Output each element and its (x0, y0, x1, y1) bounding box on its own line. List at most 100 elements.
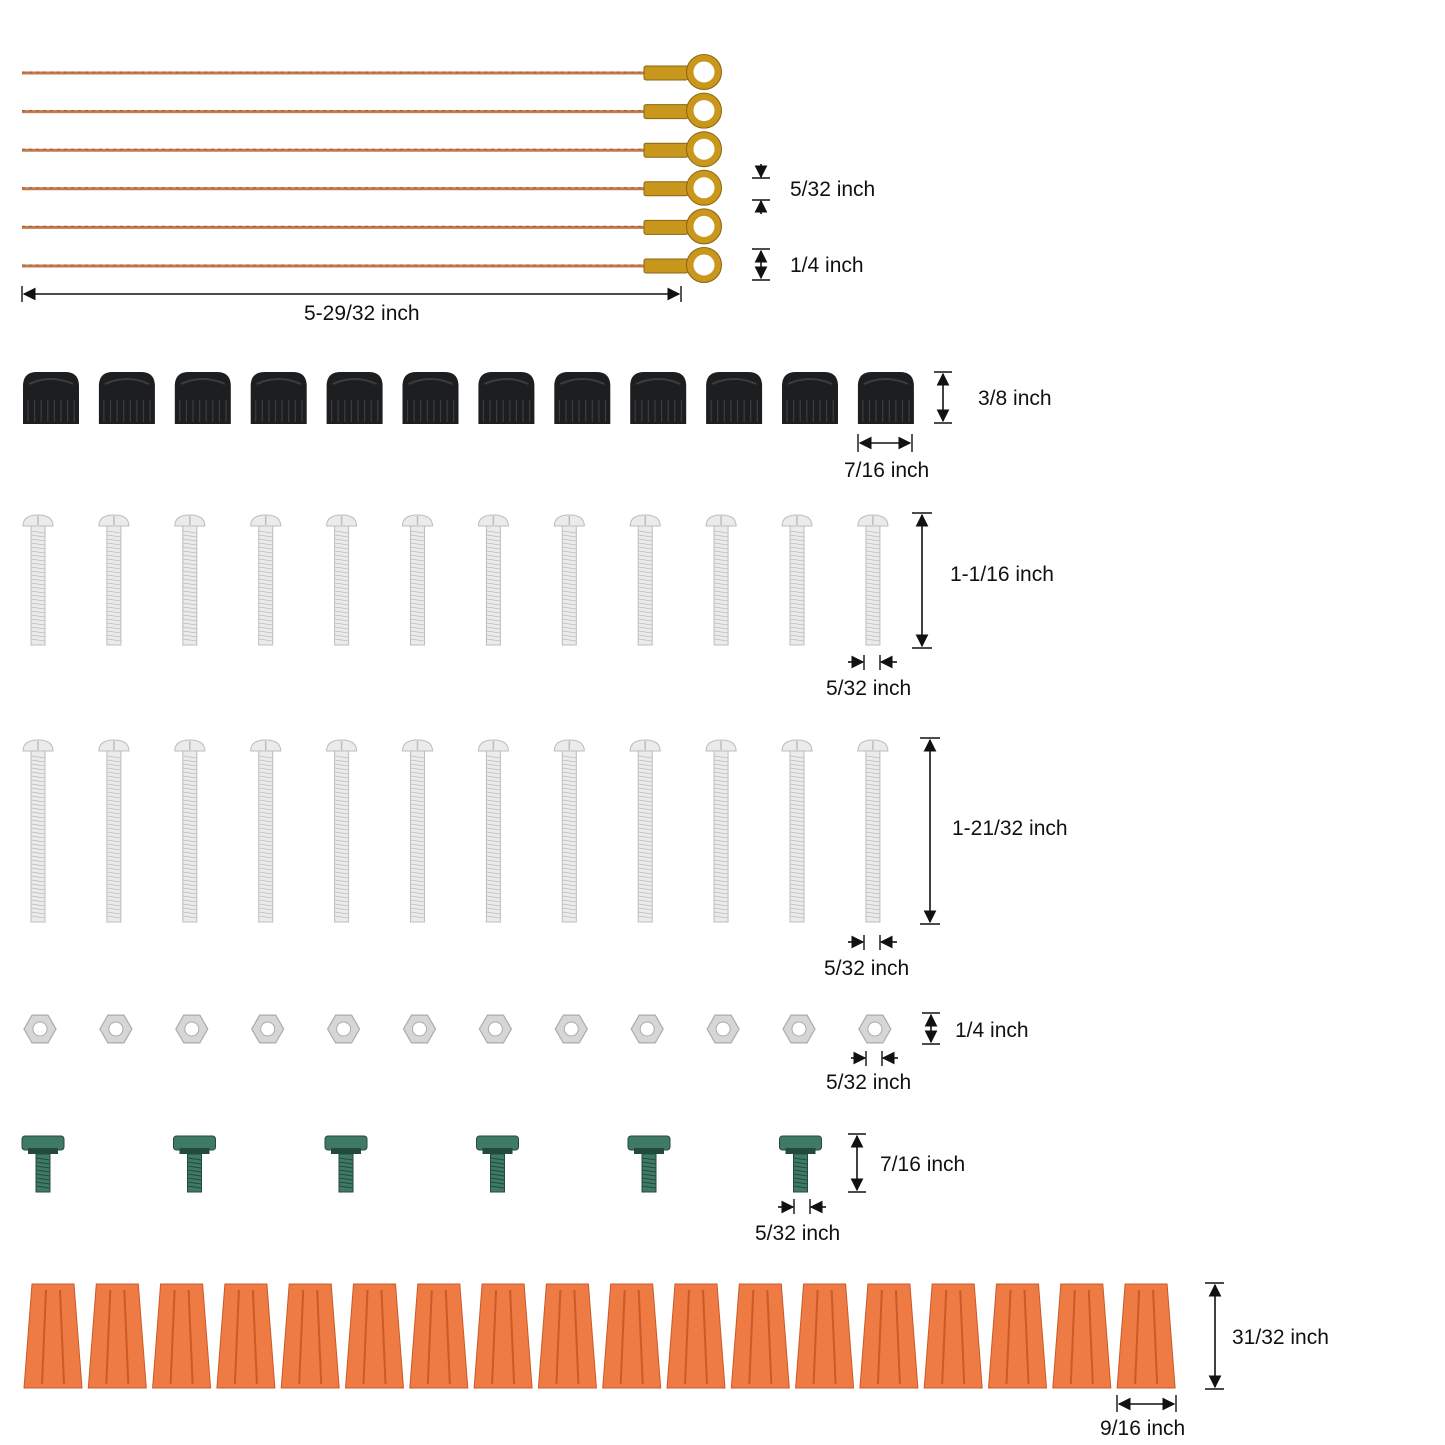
screw-thread (106, 610, 121, 614)
screw-thread (30, 831, 46, 835)
screw-thread (865, 546, 880, 550)
screw-thread (106, 530, 121, 534)
screw-thread (182, 578, 197, 582)
screw-thread (182, 783, 197, 787)
screw-thread (562, 899, 577, 903)
cap-body (782, 372, 838, 424)
screw-thread (334, 795, 349, 799)
screw-thread (182, 630, 197, 634)
machine-screw (477, 514, 509, 646)
screw-thread (714, 859, 729, 863)
screw-thread (789, 915, 805, 919)
ground-screw-thread (35, 1185, 51, 1189)
screw-thread (258, 915, 273, 919)
screw-thread (865, 855, 880, 859)
valve-cap (857, 372, 914, 424)
screw-thread (562, 891, 577, 895)
screw-thread (562, 795, 577, 799)
screw-thread (714, 779, 729, 783)
screw-thread (486, 550, 501, 554)
screw-thread (638, 630, 653, 634)
screw-thread (258, 574, 273, 578)
screw-thread (562, 799, 577, 803)
screw-thread (865, 835, 880, 839)
screw-thread (182, 887, 197, 891)
screw-thread (865, 626, 880, 630)
screw-thread (865, 819, 880, 823)
screw-thread (789, 614, 805, 618)
screw-thread (182, 767, 197, 771)
wire-nut-body (23, 1283, 83, 1389)
wire-nut (87, 1283, 147, 1389)
wire-nut-body (280, 1283, 340, 1389)
screw-thread (562, 819, 577, 823)
screw-thread (410, 847, 425, 851)
screw-thread (182, 895, 197, 899)
hex-nut (858, 1014, 892, 1044)
screw-thread (106, 606, 121, 610)
screw-thread (334, 534, 349, 538)
screw-thread (410, 823, 425, 827)
screw-thread (334, 815, 349, 819)
ground-screw (779, 1135, 822, 1193)
screw-thread (258, 891, 273, 895)
screw-thread (334, 606, 349, 610)
screw-thread (865, 811, 880, 815)
screw-thread (106, 771, 121, 775)
screw-thread (789, 767, 805, 771)
screw-thread (638, 879, 653, 883)
screw-thread (182, 863, 197, 867)
screw-thread (714, 538, 729, 542)
nut-hole (336, 1021, 352, 1037)
screw-thread (562, 855, 577, 859)
screw-thread (334, 578, 349, 582)
screw-thread (789, 574, 805, 578)
ground-screw-thread (641, 1185, 657, 1189)
screw-thread (410, 634, 425, 638)
nut-hole (412, 1021, 427, 1037)
screw-thread (106, 775, 121, 779)
screw-thread (410, 630, 425, 634)
screw-thread (638, 771, 653, 775)
screw-thread (106, 566, 121, 570)
screw-thread (714, 847, 729, 851)
screw-thread (714, 867, 729, 871)
screw-thread (258, 775, 273, 779)
screw-thread (562, 590, 577, 594)
screw-thread (258, 847, 273, 851)
screw-thread (562, 638, 577, 642)
screw-thread (486, 546, 501, 550)
ground-screw-thread (641, 1169, 657, 1173)
screw-thread (410, 899, 425, 903)
screw-thread (410, 759, 425, 763)
ground-wire-dimensions: 5/32 inch 1/4 inch 5-29/32 inch (304, 178, 875, 325)
screw-thread (410, 546, 425, 550)
screw-thread (486, 883, 501, 887)
screw-thread (30, 594, 46, 598)
ground-screw-thread (187, 1157, 202, 1161)
screw-thread (182, 570, 197, 574)
screw-thread (258, 779, 273, 783)
ground-screw-washer (179, 1148, 210, 1154)
wire-nut (537, 1283, 597, 1389)
screw-thread (714, 815, 729, 819)
ground-screw-thread (35, 1169, 51, 1173)
wire-nut-rib (1023, 1289, 1030, 1385)
machine-screw (553, 739, 585, 923)
ground-screw-thread (187, 1161, 202, 1165)
screw-thread (562, 827, 577, 831)
screw-thread (410, 863, 425, 867)
screw-thread (182, 803, 197, 807)
screw-thread (258, 859, 273, 863)
screw-thread (106, 803, 121, 807)
screw-thread (865, 550, 880, 554)
screw-thread (30, 590, 46, 594)
screw-thread (562, 546, 577, 550)
screw-thread (258, 839, 273, 843)
screw-thread (258, 843, 273, 847)
screw-thread (638, 895, 653, 899)
screw-thread (486, 875, 501, 879)
screw-thread (182, 771, 197, 775)
screw-thread (106, 546, 121, 550)
screw-thread (334, 574, 349, 578)
